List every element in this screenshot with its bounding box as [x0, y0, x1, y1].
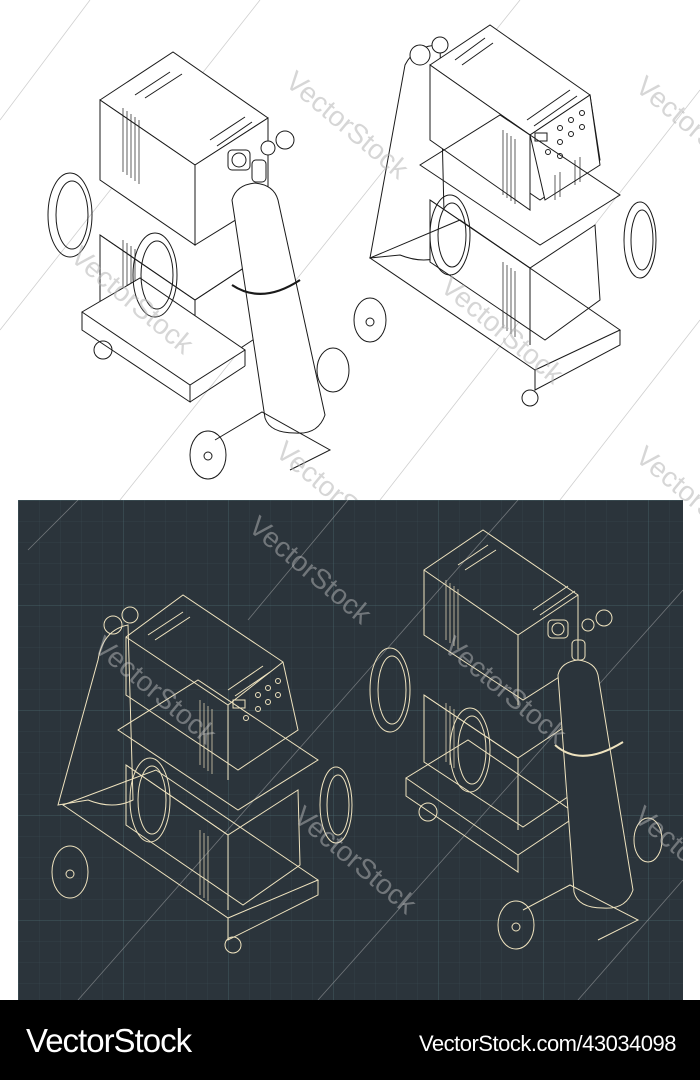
vectorstock-logo: VectorStock: [26, 1022, 192, 1059]
image-id-url: VectorStock.com/43034098: [418, 1031, 677, 1056]
white-drawing-panel: VectorStock VectorStock VectorStock Vect…: [0, 0, 700, 560]
footer-bar: VectorStock VectorStock.com/43034098: [0, 1000, 700, 1080]
welder-left-white: [47, 51, 350, 480]
welder-left-blueprint: [51, 594, 353, 954]
welder-right-white: [353, 24, 657, 407]
blueprint-drawing-panel: VectorStock VectorStock VectorStock Vect…: [18, 500, 683, 1000]
welder-drawings-white: [0, 0, 700, 500]
welder-drawings-blueprint: [27, 500, 683, 1000]
welder-right-blueprint: [369, 529, 663, 950]
